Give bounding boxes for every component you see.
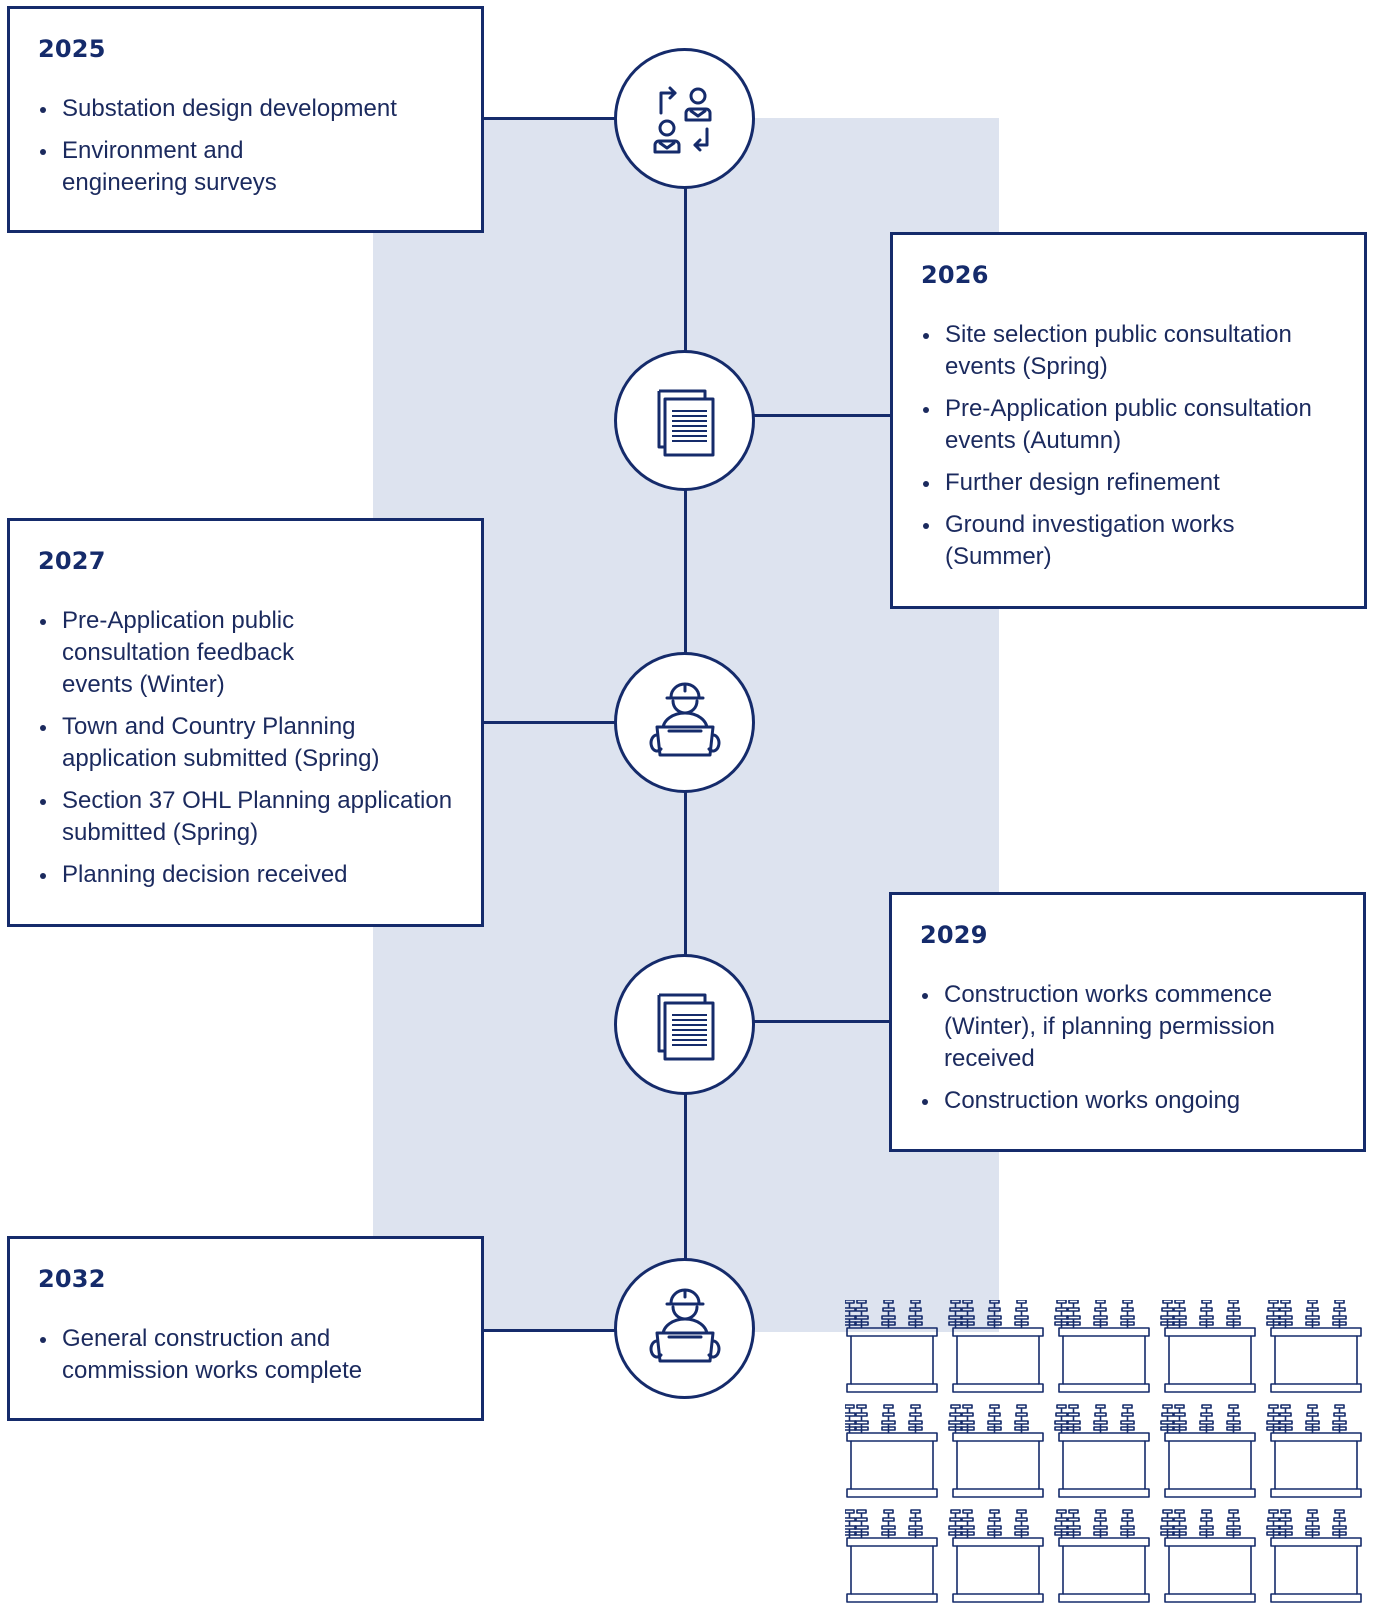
timeline-node-2027 (614, 652, 755, 793)
milestone-card-2027: 2027 Pre-Application public consultation… (7, 518, 484, 927)
list-item: Town and Country Planning application su… (38, 711, 462, 775)
list-item: Construction works ongoing (920, 1085, 1353, 1117)
list-item: Pre-Application public consultation even… (921, 393, 1325, 457)
list-item: Construction works commence (Winter), if… (920, 979, 1344, 1075)
milestone-card-2026: 2026 Site selection public consultation … (890, 232, 1367, 609)
milestone-year: 2027 (38, 547, 106, 575)
milestone-year: 2026 (921, 261, 989, 289)
list-item: Pre-Application public consultation feed… (38, 605, 362, 701)
timeline-node-2032 (614, 1258, 755, 1399)
list-item: Section 37 OHL Planning application subm… (38, 785, 462, 849)
milestone-card-2029: 2029 Construction works commence (Winter… (889, 892, 1366, 1152)
list-item: Environment and engineering surveys (38, 135, 292, 199)
connector-2026 (752, 414, 892, 417)
timeline-node-2026 (614, 350, 755, 491)
milestone-list: Pre-Application public consultation feed… (38, 605, 471, 891)
milestone-list: Construction works commence (Winter), if… (920, 979, 1353, 1117)
timeline-node-2025 (614, 48, 755, 189)
connector-2032 (482, 1329, 615, 1332)
engineer-plans-icon (649, 682, 720, 756)
milestone-year: 2025 (38, 35, 106, 63)
milestone-list: General construction and commission work… (38, 1323, 471, 1387)
documents-icon (657, 389, 714, 456)
connector-2029 (752, 1020, 892, 1023)
list-item: Substation design development (38, 93, 471, 125)
list-item: Site selection public consultation event… (921, 319, 1305, 383)
list-item: Ground investigation works (Summer) (921, 509, 1305, 573)
list-item: Planning decision received (38, 859, 471, 891)
engineer-plans-icon (649, 1288, 720, 1362)
milestone-list: Site selection public consultation event… (921, 319, 1354, 573)
connector-2025 (482, 117, 615, 120)
milestone-list: Substation design development Environmen… (38, 93, 471, 199)
documents-icon (657, 993, 714, 1060)
milestone-card-2032: 2032 General construction and commission… (7, 1236, 484, 1421)
milestone-card-2025: 2025 Substation design development Envir… (7, 6, 484, 233)
list-item: Further design refinement (921, 467, 1354, 499)
list-item: General construction and commission work… (38, 1323, 442, 1387)
timeline-node-2029 (614, 954, 755, 1095)
connector-2027 (482, 721, 615, 724)
people-exchange-icon (653, 86, 711, 153)
transformer-grid-icon (845, 1300, 1375, 1607)
milestone-year: 2032 (38, 1265, 106, 1293)
milestone-year: 2029 (920, 921, 988, 949)
